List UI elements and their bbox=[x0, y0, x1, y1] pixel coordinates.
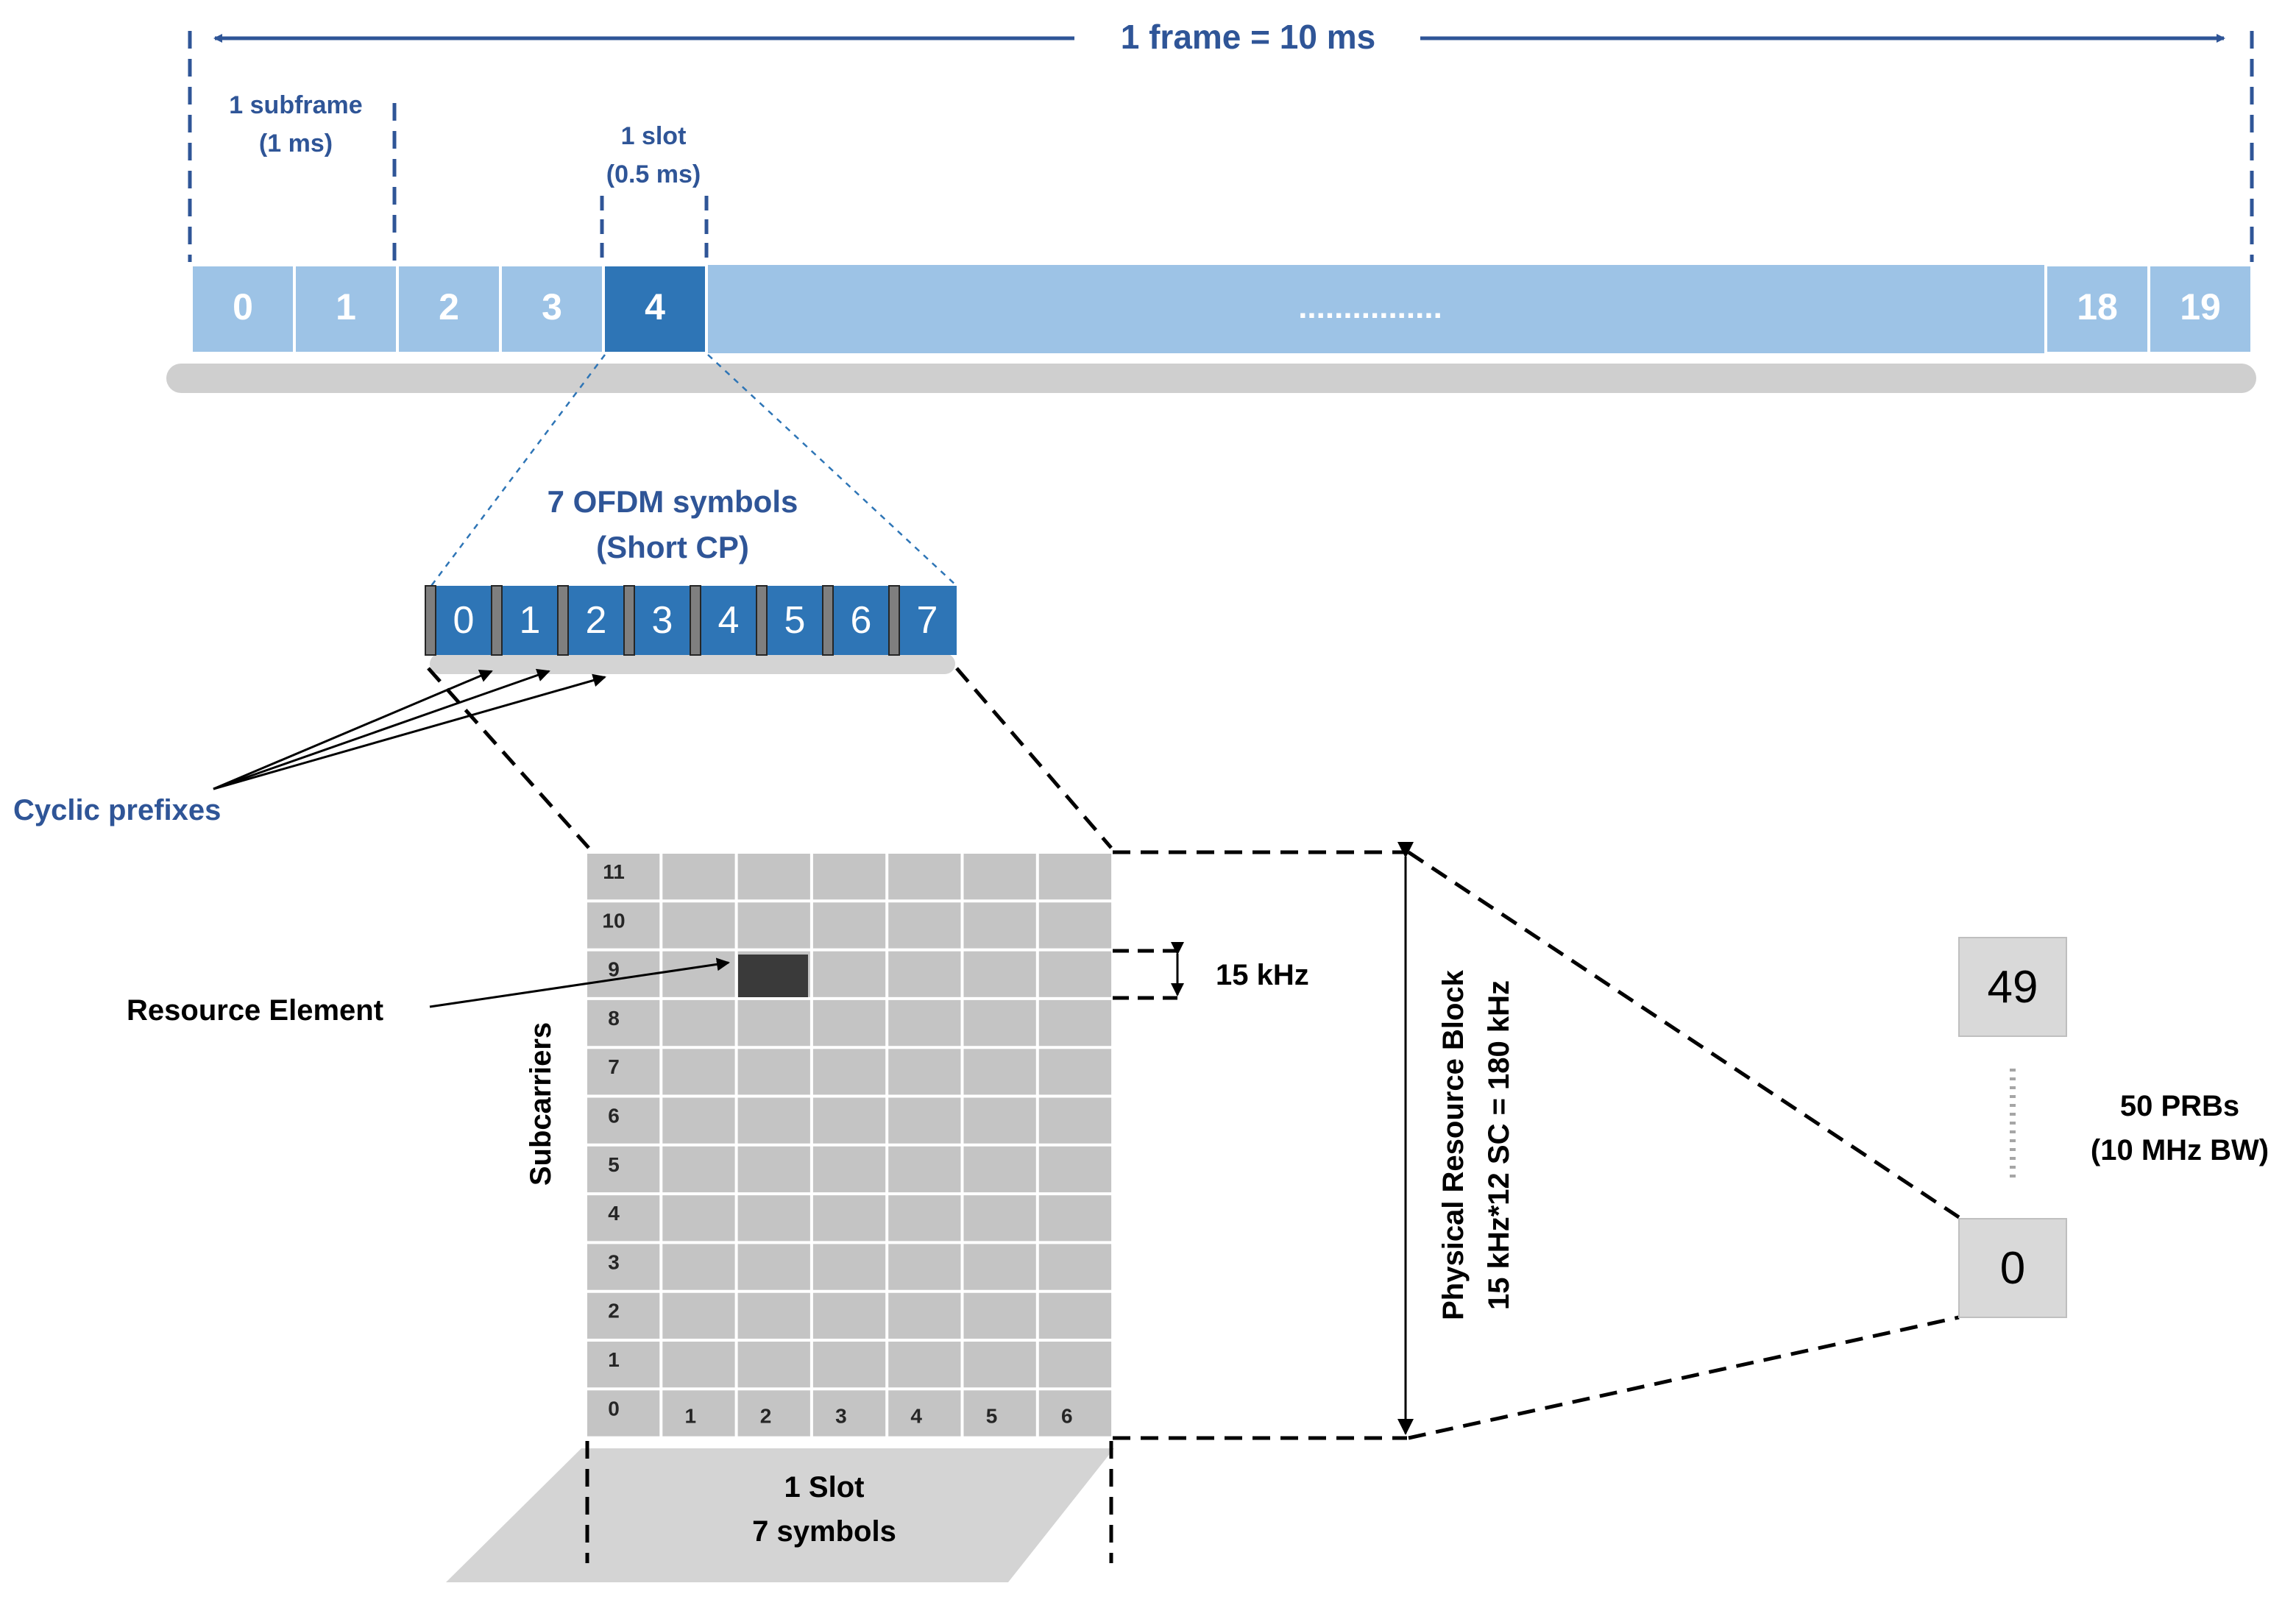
ofdm-symbol-label: 6 bbox=[851, 599, 872, 642]
ofdm-section: 7 OFDM symbols (Short CP) 0 1 2 3 4 5 6 7 Cycli… bbox=[13, 484, 1113, 849]
grid-row-label: 10 bbox=[602, 909, 625, 932]
prb-box-bottom-label: 0 bbox=[2000, 1243, 2025, 1294]
grid-slot-label-line2: 7 symbols bbox=[752, 1515, 896, 1548]
cyclic-prefix-block bbox=[557, 585, 569, 656]
ofdm-symbol-label: 5 bbox=[784, 599, 806, 642]
grid-row-label: 6 bbox=[608, 1105, 620, 1127]
slot-label-line2: (0.5 ms) bbox=[606, 160, 701, 188]
grid-row-label: 1 bbox=[608, 1348, 620, 1371]
ofdm-symbol-label: 1 bbox=[520, 599, 541, 642]
cyclic-prefix-block bbox=[756, 585, 768, 656]
prb-stack-section: 49 0 50 PRBs (10 MHz BW) bbox=[1958, 937, 2269, 1318]
grid-row-label: 4 bbox=[608, 1202, 620, 1225]
frame-slot-cell bbox=[499, 263, 605, 355]
frame-slot-label: 18 bbox=[2077, 286, 2118, 327]
frame-slot-cell bbox=[2147, 263, 2253, 355]
grid-row-label: 8 bbox=[608, 1007, 620, 1030]
resource-element bbox=[738, 955, 808, 997]
frame-slot-label: 2 bbox=[439, 286, 459, 327]
ofdm-symbol-label: 2 bbox=[586, 599, 607, 642]
grid-col-label: 1 bbox=[685, 1404, 697, 1427]
grid-row-label: 3 bbox=[608, 1250, 620, 1273]
cyclic-prefixes-label: Cyclic prefixes bbox=[13, 794, 221, 826]
zoom-line-left bbox=[431, 354, 606, 587]
prb-box-bottom bbox=[1958, 1218, 2067, 1318]
zoom-line-right bbox=[707, 354, 957, 587]
ofdm-symbol-label: 4 bbox=[718, 599, 740, 642]
frame-slot-label: 3 bbox=[542, 286, 562, 327]
frame-slot-cell bbox=[293, 263, 399, 355]
zoom-line-ofdm-left bbox=[427, 667, 590, 849]
grid-col-label: 2 bbox=[760, 1404, 772, 1427]
ofdm-title-line1: 7 OFDM symbols bbox=[548, 484, 798, 519]
cyclic-prefix-block bbox=[822, 585, 834, 656]
subframe-label-line1: 1 subframe bbox=[229, 91, 362, 119]
cyclic-prefix-block bbox=[425, 585, 436, 656]
ofdm-title-line2: (Short CP) bbox=[596, 530, 749, 564]
ofdm-symbol-label: 3 bbox=[652, 599, 673, 642]
frame-slot-cell bbox=[602, 263, 708, 355]
ofdm-symbols: 0 1 2 3 4 5 6 7 bbox=[425, 585, 938, 656]
frame-bar-shadow bbox=[166, 364, 2256, 393]
prb-box-top-label: 49 bbox=[1988, 962, 2038, 1013]
prbs-label-line2: (10 MHz BW) bbox=[2091, 1134, 2269, 1166]
prb-label-line2: 15 kHz*12 SC = 180 kHz bbox=[1483, 980, 1515, 1310]
cyclic-prefix-block bbox=[623, 585, 635, 656]
cp-arrow-2 bbox=[213, 668, 550, 790]
grid-col-label: 6 bbox=[1061, 1404, 1073, 1427]
resource-element-arrow bbox=[429, 957, 730, 1008]
resource-element-label: Resource Element bbox=[127, 994, 383, 1027]
grid-slot-label-line1: 1 Slot bbox=[784, 1471, 865, 1504]
grid-col-label: 3 bbox=[835, 1404, 847, 1427]
zoom-line-ofdm-right bbox=[955, 667, 1113, 849]
frame-slot-label: 0 bbox=[233, 286, 253, 327]
frame-slot-label: 19 bbox=[2180, 286, 2221, 327]
frame-slot-cell bbox=[396, 263, 502, 355]
cyclic-prefix-block bbox=[888, 585, 900, 656]
frame-title: 1 frame = 10 ms bbox=[1121, 18, 1376, 56]
prb-box-top bbox=[1958, 937, 2067, 1037]
subframe-label-line2: (1 ms) bbox=[259, 130, 333, 157]
cp-arrow-3 bbox=[213, 673, 606, 790]
cyclic-prefix-block bbox=[690, 585, 701, 656]
cp-arrow-1 bbox=[213, 669, 493, 790]
spacing-label: 15 kHz bbox=[1216, 959, 1309, 991]
frame-slot-label: 1 bbox=[336, 286, 356, 327]
grid-row-label: 7 bbox=[608, 1055, 620, 1078]
prb-zoom-line-bottom bbox=[1408, 1315, 1960, 1440]
frame-section: 1 frame = 10 ms 1 subframe (1 ms) 1 slot… bbox=[166, 18, 2256, 587]
frame-ellipsis: ................ bbox=[1298, 289, 1442, 325]
slot-label-line1: 1 slot bbox=[621, 122, 687, 150]
grid-row-label: 2 bbox=[608, 1300, 620, 1322]
grid-row-label: 11 bbox=[603, 860, 625, 883]
grid-col-label: 4 bbox=[910, 1404, 922, 1427]
subcarriers-label: Subcarriers bbox=[525, 1022, 557, 1186]
frame-slots: 0 1 2 3 4 18 19 bbox=[190, 263, 2253, 355]
grid-row-label: 5 bbox=[608, 1153, 620, 1176]
grid-row-label: 9 bbox=[608, 958, 620, 981]
frame-slot-label: 4 bbox=[645, 286, 665, 327]
ofdm-symbol-label: 0 bbox=[453, 599, 475, 642]
grid-col-label: 5 bbox=[986, 1404, 998, 1427]
frame-slot-cell bbox=[2044, 263, 2150, 355]
cyclic-prefix-block bbox=[491, 585, 503, 656]
grid-shadow-parallelogram bbox=[446, 1448, 1114, 1582]
ofdm-symbol-label: 7 bbox=[917, 599, 938, 642]
grid-row-label: 0 bbox=[608, 1397, 620, 1420]
frame-slot-cell bbox=[190, 263, 296, 355]
prbs-label-line1: 50 PRBs bbox=[2120, 1090, 2239, 1122]
ofdm-bar-shadow bbox=[430, 654, 955, 674]
prb-label-line1: Physical Resource Block bbox=[1437, 969, 1470, 1320]
